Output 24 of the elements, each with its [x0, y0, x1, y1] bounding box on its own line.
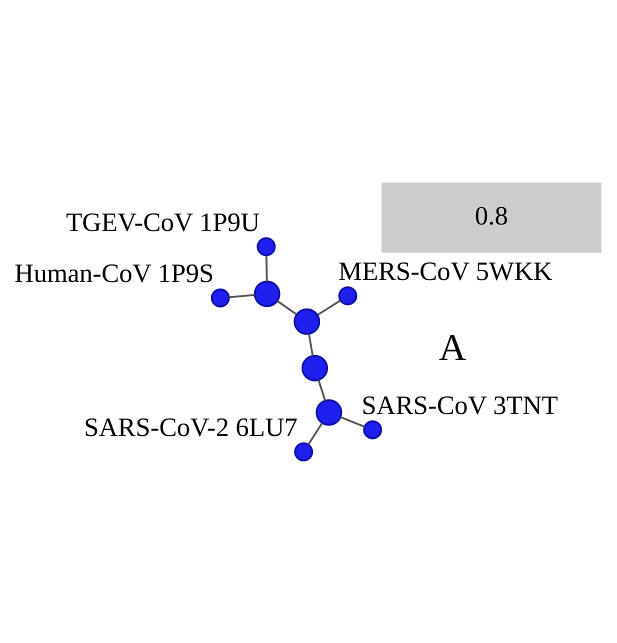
node-label: Human-CoV 1P9S	[14, 258, 214, 288]
label: A	[438, 326, 466, 368]
node-circle	[363, 420, 382, 439]
node-circle	[210, 288, 230, 307]
node-circle	[301, 354, 328, 381]
node-circle	[254, 280, 280, 307]
node-circle	[256, 236, 276, 256]
connector	[277, 300, 297, 314]
node-circle	[294, 308, 320, 334]
node-label: SARS-CoV 3TNT	[362, 390, 558, 420]
node-circle	[294, 442, 314, 461]
node-circle	[316, 398, 342, 426]
connector	[318, 380, 326, 401]
node-label: TGEV-CoV 1P9U	[66, 206, 260, 236]
node-label: SARS-CoV-2 6LU7	[84, 412, 298, 442]
connector	[308, 333, 314, 356]
connector	[340, 416, 365, 427]
connector	[229, 294, 255, 298]
node-circle	[338, 286, 358, 305]
node-label: MERS-CoV 5WKK	[338, 256, 552, 286]
label: 0.8	[474, 200, 508, 230]
connector	[308, 422, 323, 445]
connector	[265, 255, 268, 281]
connector	[318, 299, 341, 315]
